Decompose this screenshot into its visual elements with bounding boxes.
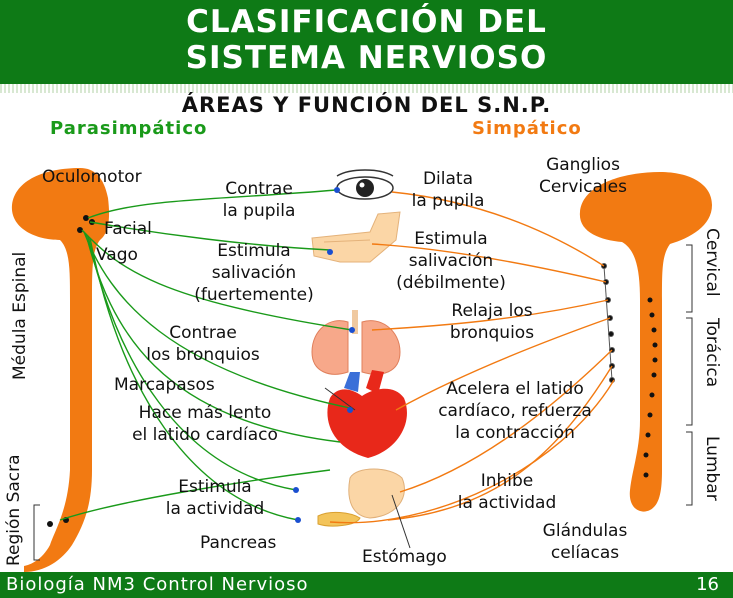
label-oculomotor: Oculomotor — [42, 167, 142, 187]
header-divider — [0, 84, 733, 93]
label-medula-espinal: Médula Espinal — [10, 251, 30, 380]
page-title-line-1: CLASIFICACIÓN DEL — [186, 4, 547, 40]
label-toracica: Torácica — [702, 318, 722, 388]
label-pancreas: Pancreas — [200, 533, 277, 553]
footer-course: Biología NM3 Control Nervioso — [6, 574, 309, 595]
header-bar: CLASIFICACIÓN DEL SISTEMA NERVIOSO — [0, 0, 733, 84]
parasympathetic-nerves — [59, 189, 353, 521]
footer-bar: Biología NM3 Control Nervioso 16 — [0, 572, 733, 598]
sympathetic-heading: Simpático — [472, 118, 582, 139]
salivary-gland-icon — [311, 211, 401, 263]
footer-page-number: 16 — [696, 574, 719, 595]
sympathetic-nerves — [329, 191, 615, 524]
eye-icon — [336, 169, 394, 200]
label-region-sacra: Región Sacra — [4, 454, 24, 566]
page-title-line-2: SISTEMA NERVIOSO — [185, 40, 548, 76]
subtitle: ÁREAS Y FUNCIÓN DEL S.N.P. — [181, 93, 552, 117]
label-facial: Facial — [104, 219, 152, 239]
heart-icon — [327, 370, 407, 458]
label-vago: Vago — [96, 245, 138, 265]
label-lumbar: Lumbar — [702, 436, 722, 501]
stomach-icon — [317, 468, 405, 527]
label-marcapasos: Marcapasos — [114, 375, 215, 395]
lungs-icon — [311, 310, 401, 375]
right-spinal-cord — [579, 172, 712, 512]
label-cervical: Cervical — [702, 228, 722, 297]
parasympathetic-heading: Parasimpático — [50, 118, 208, 139]
label-estomago: Estómago — [362, 547, 447, 567]
left-spinal-cord — [11, 168, 110, 572]
